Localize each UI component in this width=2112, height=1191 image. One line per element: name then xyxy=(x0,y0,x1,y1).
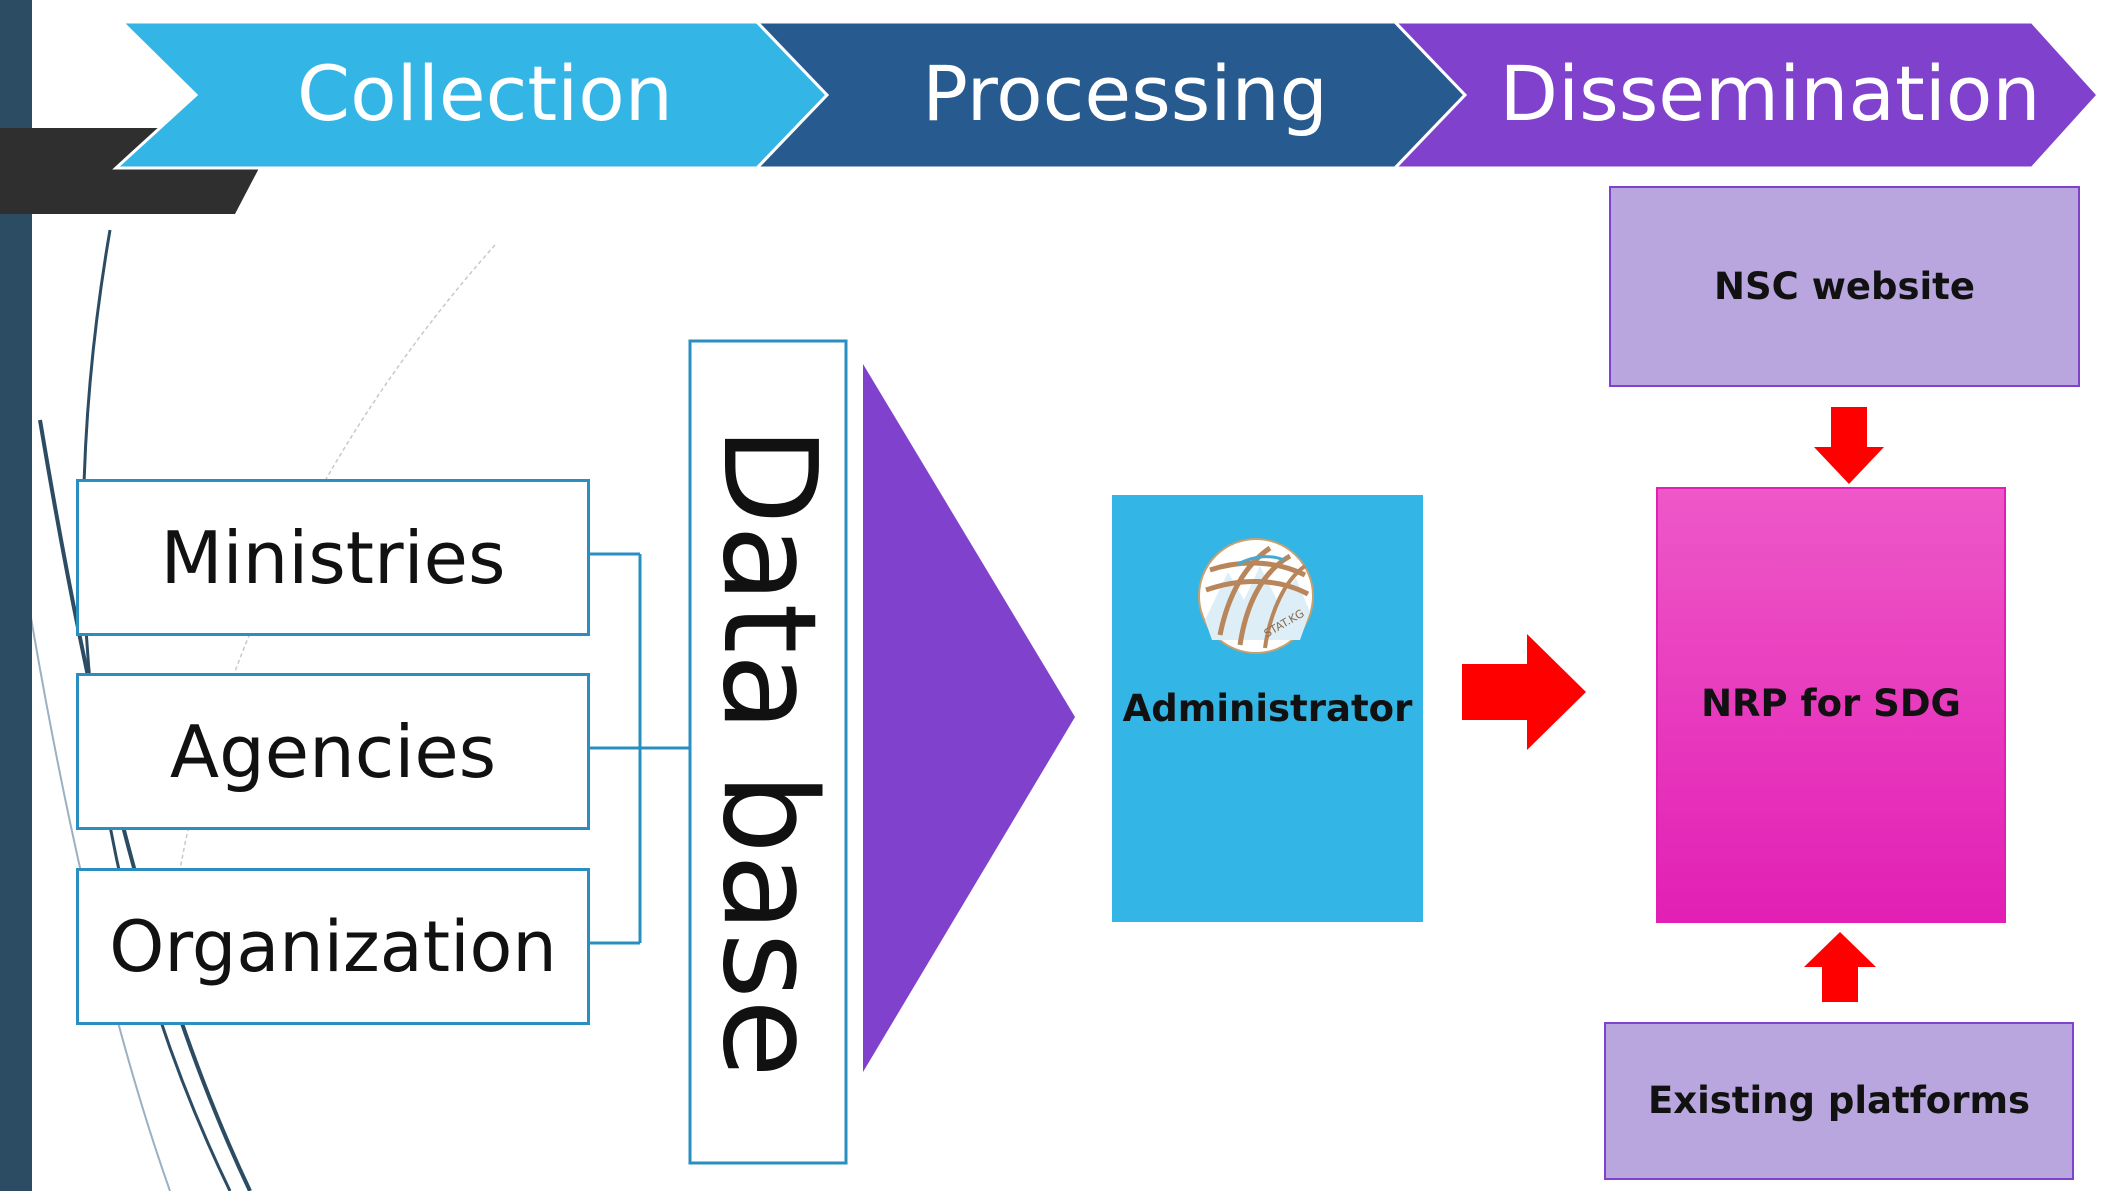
arrow-admin-to-nrp-icon xyxy=(1462,634,1586,750)
source-label: Organization xyxy=(109,905,557,988)
phase-label-collection: Collection xyxy=(297,49,673,138)
phase-label-dissemination: Dissemination xyxy=(1499,49,2041,138)
bracket-connector xyxy=(590,552,693,945)
source-agencies: Agencies xyxy=(76,673,590,830)
source-ministries: Ministries xyxy=(76,479,590,636)
existing-platforms-label: Existing platforms xyxy=(1647,1079,2031,1122)
existing-platforms-box xyxy=(1604,1022,2074,1180)
nrp-box xyxy=(1656,487,2006,923)
nsc-website-box xyxy=(1609,186,2080,387)
database-label: Data base xyxy=(694,426,843,1078)
administrator-label: Administrator xyxy=(1122,687,1413,730)
nsc-website-label: NSC website xyxy=(1714,265,1975,308)
stat-kg-logo-icon xyxy=(1198,538,1314,654)
arrow-down-icon xyxy=(1814,407,1884,484)
source-label: Agencies xyxy=(169,709,497,794)
phase-label-processing: Processing xyxy=(922,49,1328,138)
source-organization: Organization xyxy=(76,868,590,1025)
chevron-dissemination xyxy=(1391,20,2101,170)
database-box xyxy=(688,339,848,1165)
source-label: Ministries xyxy=(160,515,506,600)
nrp-label: NRP for SDG xyxy=(1701,682,1961,725)
arrow-up-icon xyxy=(1804,932,1876,1002)
process-triangle xyxy=(863,364,1075,1072)
